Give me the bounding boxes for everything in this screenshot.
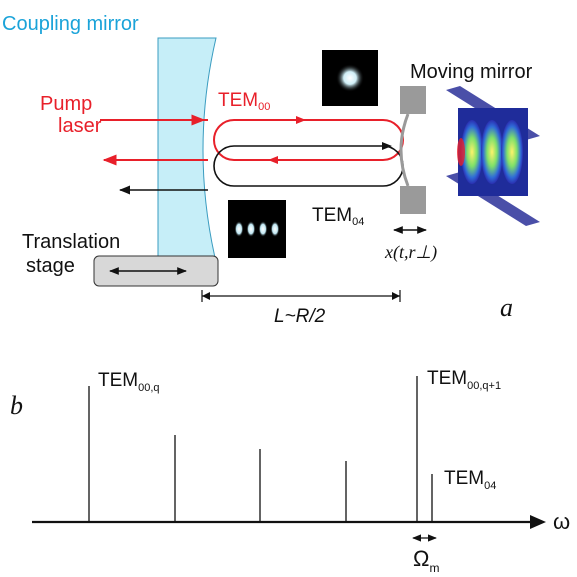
- tem04-label: TEM04: [312, 205, 364, 228]
- tem00-label: TEM00: [218, 90, 270, 113]
- tem00-cavity-loop: [213, 119, 404, 161]
- membrane-mode-pattern: [457, 120, 523, 184]
- pump-laser-label-line2: laser: [58, 115, 102, 137]
- translation-stage-label-line2: stage: [26, 255, 75, 277]
- translation-stage-label-line1: Translation: [22, 231, 120, 253]
- spectral-label-tem00q1: TEM00,q+1: [427, 368, 501, 392]
- pump-laser-label-line1: Pump: [40, 93, 92, 115]
- tem00-loop-arrow-bottom: [268, 156, 278, 164]
- moving-mirror: [399, 86, 426, 214]
- tem00-mode-spot: [336, 64, 364, 92]
- tem04-cavity-loop: [213, 145, 404, 187]
- spectral-label-tem00q: TEM00,q: [98, 370, 160, 394]
- tem04-loop-arrow: [382, 142, 392, 150]
- omega-m-label: Ωm: [413, 546, 439, 575]
- panel-b-label: b: [10, 391, 23, 420]
- cavity-length-label: L~R/2: [274, 306, 326, 327]
- cavity-length-dimension: [201, 290, 401, 302]
- tem04-mode-lobes: [234, 221, 280, 237]
- panel-a-label: a: [500, 293, 513, 322]
- frequency-axis-arrowhead: [530, 515, 546, 529]
- coupling-mirror: [157, 37, 217, 263]
- displacement-label: x(t,r⊥): [384, 242, 437, 263]
- spectral-label-tem04: TEM04: [444, 468, 496, 492]
- coupling-mirror-label: Coupling mirror: [2, 13, 139, 35]
- moving-mirror-label: Moving mirror: [410, 61, 533, 83]
- tem00-loop-arrow-top: [296, 116, 306, 124]
- frequency-axis-label: ω: [553, 509, 570, 534]
